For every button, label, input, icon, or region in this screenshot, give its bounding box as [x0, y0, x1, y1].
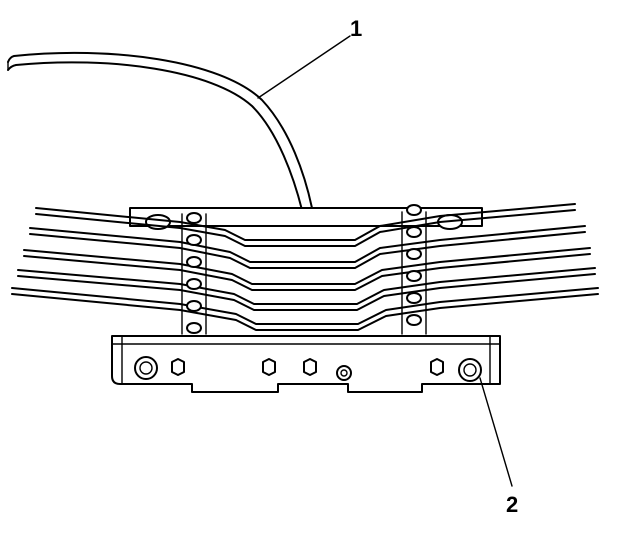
- hex-hole: [303, 358, 317, 376]
- left-retainer-clips: [181, 212, 207, 335]
- hex-hole: [262, 358, 276, 376]
- center-bolt: [336, 365, 352, 381]
- hex-hole: [430, 358, 444, 376]
- callout-1-label: 1: [350, 16, 362, 41]
- hex-hole: [171, 358, 185, 376]
- mounting-stud: [458, 358, 482, 382]
- leader-line-2: [479, 377, 513, 487]
- spring-wire: [35, 203, 576, 247]
- stud: [134, 356, 158, 380]
- cable: [7, 51, 313, 211]
- rear-frame-plate: [129, 207, 483, 230]
- right-retainer-clips: [401, 204, 427, 335]
- callout-2-label: 2: [506, 492, 518, 517]
- mounting-holes: [134, 356, 482, 382]
- leader-line-1: [257, 35, 351, 99]
